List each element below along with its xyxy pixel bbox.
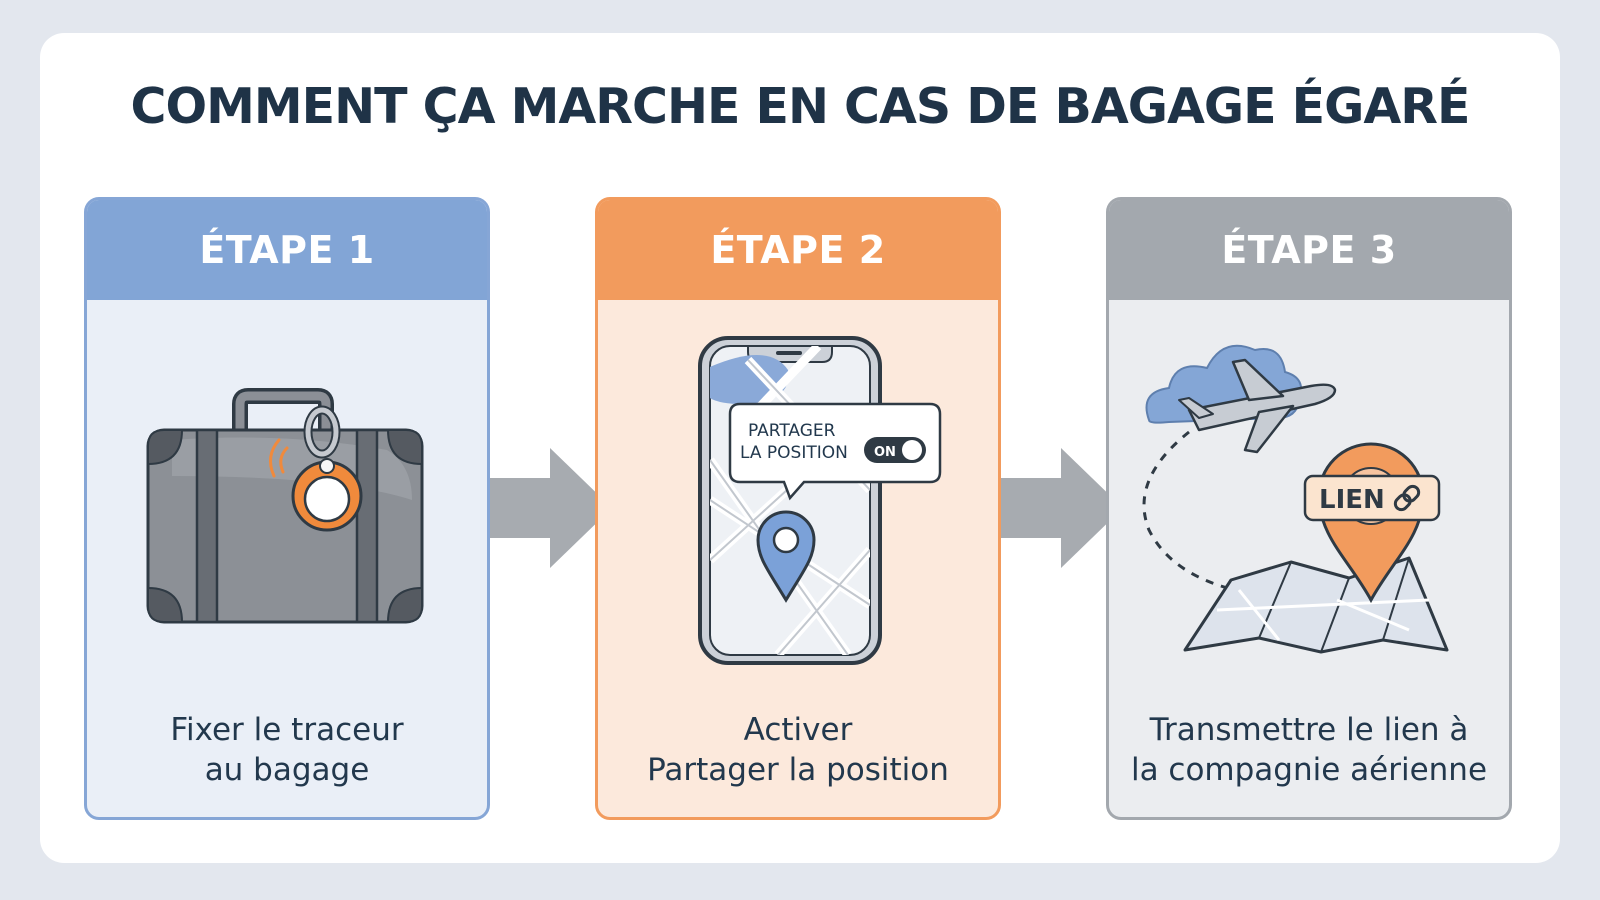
signal-waves-icon [268, 438, 289, 478]
step-3-header: ÉTAPE 3 [1109, 200, 1509, 300]
suitcase-icon [146, 388, 424, 624]
location-pin-icon [756, 510, 816, 603]
step-1-description: Fixer le traceur au bagage [87, 710, 487, 790]
share-location-popup: PARTAGER LA POSITION ON [728, 402, 942, 501]
step-1-panel: ÉTAPE 1 Fixer le traceur au bagage [84, 197, 490, 820]
arrow-right-icon [490, 448, 612, 568]
step-3-line-1: Transmettre le lien à [1149, 712, 1469, 748]
page-title: COMMENT ÇA MARCHE EN CAS DE BAGAGE ÉGARÉ [130, 78, 1471, 135]
step-2-line-2: Partager la position [647, 752, 949, 788]
step-2-header: ÉTAPE 2 [598, 200, 998, 300]
toggle-label: ON [874, 445, 896, 460]
tracker-tag-icon [291, 405, 363, 532]
link-icon [1393, 484, 1421, 512]
step-3-panel: ÉTAPE 3 LIEN [1106, 197, 1512, 820]
toggle-switch: ON [864, 437, 926, 463]
step-3-line-2: la compagnie aérienne [1130, 752, 1488, 788]
suitcase-illustration [146, 388, 424, 624]
popup-line-2: LA POSITION [740, 443, 848, 463]
step-2-description: Activer Partager la position [598, 710, 998, 790]
step-2-panel: ÉTAPE 2 [595, 197, 1001, 820]
step-1-line-2: au bagage [204, 752, 370, 788]
link-badge: LIEN [1303, 474, 1441, 522]
folded-map-icon [1183, 556, 1449, 654]
arrow-right-icon [1001, 448, 1123, 568]
step-1-header: ÉTAPE 1 [87, 200, 487, 300]
travel-illustration: LIEN [1142, 344, 1449, 654]
link-badge-label: LIEN [1319, 485, 1385, 515]
popup-line-1: PARTAGER [748, 421, 836, 441]
phone-illustration: PARTAGER LA POSITION ON [698, 336, 942, 665]
step-3-description: Transmettre le lien à la compagnie aérie… [1109, 710, 1509, 790]
airplane-icon [1178, 358, 1337, 454]
step-1-line-1: Fixer le traceur [170, 712, 404, 748]
step-2-line-1: Activer [743, 712, 853, 748]
